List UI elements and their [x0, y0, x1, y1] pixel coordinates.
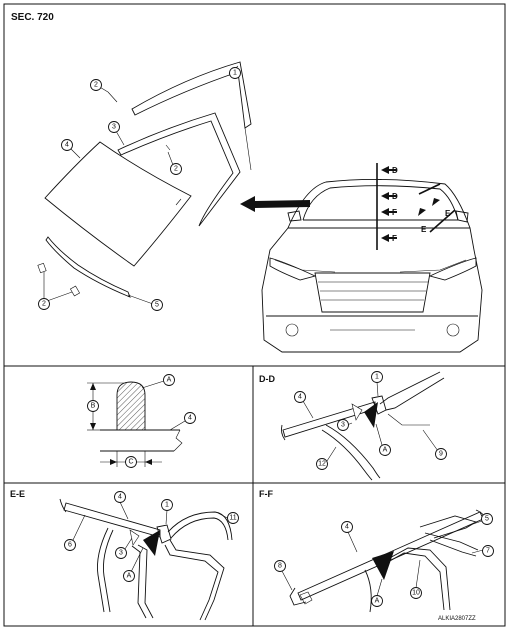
svg-text:5: 5: [155, 302, 159, 309]
assembly-arrow: [240, 196, 310, 212]
svg-text:2: 2: [174, 166, 178, 173]
svg-text:12: 12: [318, 461, 326, 468]
dimension-detail: [87, 380, 186, 467]
callout-1-ee: 1: [161, 499, 173, 511]
figure-id: ALKIA2807ZZ: [438, 616, 476, 622]
left-headlamp: [269, 257, 317, 281]
bolt-part-2: [69, 285, 81, 297]
exploded-parts: [37, 61, 310, 298]
callout-A-ff: A: [371, 595, 383, 607]
callout-1-top: 1: [229, 67, 241, 79]
svg-text:4: 4: [345, 524, 349, 531]
callout-7-ff: 7: [482, 545, 494, 557]
callout-4-dim: 4: [184, 412, 196, 424]
marker-e1: E: [421, 225, 427, 234]
svg-text:4: 4: [118, 494, 122, 501]
right-headlamp: [428, 257, 477, 281]
sealant-bead: [116, 381, 146, 431]
svg-text:4: 4: [65, 142, 69, 149]
svg-text:11: 11: [229, 515, 236, 522]
callout-9-dd: 9: [435, 448, 447, 460]
callout-2-top: 2: [90, 79, 102, 91]
svg-text:A: A: [127, 573, 132, 580]
callout-4-ee: 4: [114, 491, 126, 503]
svg-text:3: 3: [341, 422, 345, 429]
svg-text:7: 7: [486, 548, 490, 555]
windshield-glass: [44, 141, 192, 267]
svg-text:4: 4: [188, 415, 192, 422]
marker-e2: E: [445, 209, 451, 218]
outer-frame: [3, 3, 506, 627]
svg-text:2: 2: [42, 301, 46, 308]
marker-d2: D: [392, 192, 398, 201]
callout-4-top: 4: [61, 139, 73, 151]
section-title: SEC. 720: [11, 12, 54, 23]
lower-molding: [45, 236, 131, 298]
svg-text:9: 9: [439, 451, 443, 458]
view-title-ee: E-E: [10, 489, 25, 499]
svg-text:1: 1: [233, 70, 237, 77]
marker-f1: F: [392, 208, 397, 217]
grille: [314, 272, 431, 313]
callout-5-top: 5: [151, 299, 163, 311]
callout-C-dim: C: [125, 456, 137, 468]
svg-text:6: 6: [68, 542, 72, 549]
callout-3-top: 3: [108, 121, 120, 133]
svg-text:B: B: [91, 403, 96, 410]
spacer-clip: [107, 91, 118, 103]
svg-text:1: 1: [375, 374, 379, 381]
marker-f2: F: [392, 234, 397, 243]
car-front-view: D D F F E E: [261, 163, 483, 353]
svg-text:A: A: [383, 447, 388, 454]
svg-text:2: 2: [94, 82, 98, 89]
callout-2-mid: 2: [170, 163, 182, 175]
svg-text:5: 5: [485, 516, 489, 523]
callout-11-ee: 11: [227, 512, 239, 524]
svg-text:A: A: [167, 377, 172, 384]
callout-3-ee: 3: [115, 547, 127, 559]
svg-text:4: 4: [298, 394, 302, 401]
callout-4-ff: 4: [341, 521, 353, 533]
callout-5-ff: 5: [481, 513, 493, 525]
callout-A-dd: A: [379, 444, 391, 456]
section-dd: [280, 371, 445, 481]
svg-text:C: C: [128, 459, 133, 466]
view-title-ff: F-F: [259, 489, 273, 499]
callout-3-dd: 3: [337, 419, 349, 431]
seal-frame: [117, 112, 241, 227]
callout-1-dd: 1: [371, 371, 383, 383]
section-ee: [59, 498, 233, 621]
svg-text:1: 1: [165, 502, 169, 509]
bolt-part: [37, 262, 47, 274]
callout-A-dim: A: [163, 374, 175, 386]
svg-text:A: A: [375, 598, 380, 605]
callout-10-ff: 10: [410, 587, 422, 599]
view-title-dd: D-D: [259, 374, 275, 384]
callout-8-ff: 8: [274, 560, 286, 572]
callout-2-bottom: 2: [38, 298, 50, 310]
marker-d1: D: [392, 166, 398, 175]
section-ff: [289, 509, 487, 613]
svg-text:8: 8: [278, 563, 282, 570]
callout-B-dim: B: [87, 400, 99, 412]
svg-text:3: 3: [112, 124, 116, 131]
callout-A-ee: A: [123, 570, 135, 582]
top-leaders: [43, 65, 239, 305]
callout-4-dd: 4: [294, 391, 306, 403]
callout-6-ee: 6: [64, 539, 76, 551]
svg-text:3: 3: [119, 550, 123, 557]
ff-leaders: [281, 520, 484, 597]
svg-text:10: 10: [412, 590, 420, 597]
callout-12-dd: 12: [316, 458, 328, 470]
